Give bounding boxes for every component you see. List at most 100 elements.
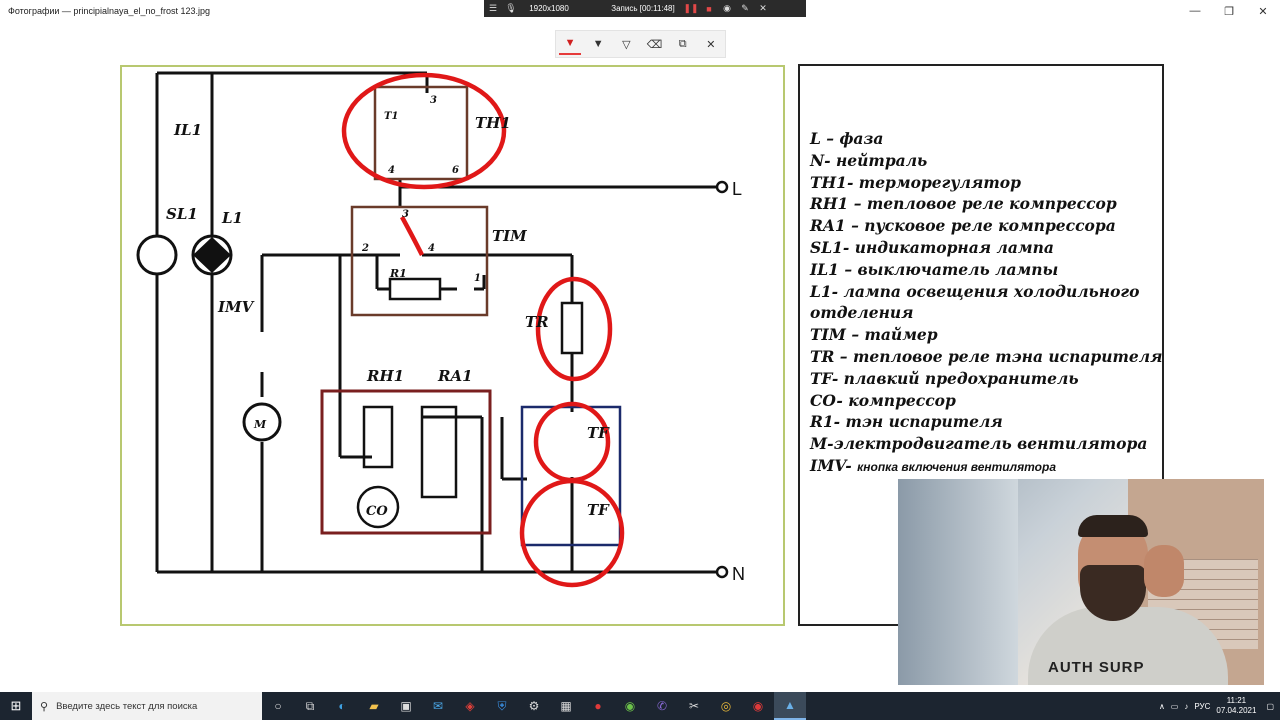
webcam-overlay: AUTH SURP — [898, 479, 1264, 685]
language-indicator[interactable]: РУС — [1194, 701, 1211, 711]
pin-4a: 4 — [388, 165, 395, 176]
app-gear-icon[interactable]: ⚙ — [528, 699, 540, 713]
label-tr: TR — [525, 313, 549, 331]
label-sl1: SL1 — [166, 205, 198, 223]
clock-time: 11:21 — [1226, 696, 1247, 705]
eraser-icon[interactable]: ⌫ — [646, 38, 663, 51]
window-title: Фотографии — principialnaya_el_no_frost … — [8, 6, 211, 16]
webcam-person-hand — [1144, 545, 1184, 597]
maximize-button[interactable]: ❐ — [1224, 5, 1234, 18]
defender-icon[interactable]: ⛨ — [497, 698, 507, 713]
legend-row: TR – тепловое реле тэна испарителя — [810, 346, 1163, 366]
webcam-background — [898, 479, 1018, 685]
photos-icon[interactable]: ▲ — [774, 692, 806, 720]
webcam-person-body — [1028, 607, 1228, 685]
search-placeholder: Введите здесь текст для поиска — [56, 700, 198, 712]
legend-imv-desc: кнопка включения вентилятора — [857, 459, 1056, 474]
chrome-icon[interactable]: ◎ — [720, 699, 732, 713]
webcam-shirt-text: AUTH SURP — [1048, 659, 1145, 676]
recording-bar: ☰ 🎙 1920x1080 Запись [00:11:48] ❚❚ ■ ◉ ✎… — [484, 0, 806, 17]
legend-row: RH1 – тепловое реле компрессор — [810, 194, 1117, 214]
label-ra1: RA1 — [437, 367, 473, 385]
app-red-icon[interactable]: ◈ — [465, 699, 475, 713]
record-icon[interactable]: ● — [594, 699, 602, 713]
pause-icon[interactable]: ❚❚ — [683, 3, 699, 13]
legend-row: RA1 – пусковое реле компрессора — [810, 216, 1116, 236]
chevron-up-icon[interactable]: ∧ — [1158, 701, 1165, 711]
pin-3b: 3 — [402, 209, 409, 220]
label-rh1: RH1 — [366, 367, 404, 385]
pin-2: 2 — [361, 243, 369, 254]
webcam-person-beard — [1080, 565, 1146, 621]
webcam-person-hair — [1078, 515, 1148, 537]
system-tray: ∧ ▭ ♪ РУС 11:21 07.04.2021 ▢ — [1159, 692, 1280, 720]
notifications-icon[interactable]: ▢ — [1266, 701, 1274, 711]
search-icon: ⚲ — [40, 700, 49, 713]
store-icon[interactable]: ▣ — [400, 699, 412, 713]
pin-3a: 3 — [430, 95, 437, 106]
legend-row: отделения — [810, 303, 914, 323]
schematic-image: IL1 SL1 L1 IMV TH1 TIM TR RH1 RA1 TF TF … — [120, 65, 785, 626]
app-tool-icon[interactable]: ✂ — [688, 699, 700, 713]
label-r1-box: R1 — [389, 267, 407, 280]
legend-row: N- нейтраль — [810, 150, 928, 170]
label-co: CO — [366, 504, 388, 519]
stop-icon[interactable]: ■ — [706, 3, 712, 14]
terminal-n: N — [732, 564, 745, 584]
close-button[interactable]: ✕ — [1258, 5, 1268, 18]
viber-icon[interactable]: ✆ — [656, 699, 668, 713]
close-icon[interactable]: ✕ — [706, 38, 716, 51]
copy-icon[interactable]: ⧉ — [678, 37, 687, 50]
camera-icon[interactable]: ◉ — [723, 3, 731, 13]
calculator-icon[interactable]: ▦ — [560, 699, 572, 713]
utorrent-icon[interactable]: ◉ — [624, 699, 636, 713]
volume-icon[interactable]: ♪ — [1184, 701, 1189, 711]
network-icon[interactable]: ▭ — [1170, 701, 1179, 711]
file-explorer-icon[interactable]: ▰ — [369, 699, 379, 713]
label-l1: L1 — [221, 209, 243, 227]
legend-row: TH1- терморегулятор — [810, 172, 1021, 192]
legend-row: TIM – таймер — [810, 325, 938, 345]
legend-row: M-электродвигатель вентилятора — [810, 434, 1148, 454]
label-tf: TF — [587, 501, 610, 519]
legend-row: L – фаза — [810, 129, 884, 148]
pin-t1: T1 — [384, 111, 398, 122]
pencil-icon[interactable]: ✎ — [741, 3, 749, 13]
label-m: M — [253, 418, 267, 431]
menu-icon[interactable]: ☰ — [488, 3, 498, 13]
recording-resolution: 1920x1080 — [529, 4, 569, 13]
label-tf-top: TF — [587, 424, 610, 442]
pin-1: 1 — [474, 273, 481, 284]
pen-black-icon[interactable]: ▼ — [592, 38, 604, 50]
recording-status: Запись [00:11:48] — [611, 4, 675, 13]
highlighter-icon[interactable]: ▽ — [622, 38, 631, 51]
pen-red-icon[interactable]: ▼ — [559, 33, 582, 55]
pin-4b: 4 — [428, 243, 435, 254]
label-il1: IL1 — [173, 121, 202, 139]
clock[interactable]: 11:21 07.04.2021 — [1216, 696, 1256, 716]
legend-row: L1- лампа освещения холодильного — [810, 281, 1140, 301]
terminal-l: L — [732, 179, 742, 199]
legend-row: IL1 – выключатель лампы — [810, 259, 1059, 279]
wiring-diagram: IL1 SL1 L1 IMV TH1 TIM TR RH1 RA1 TF TF … — [136, 71, 745, 588]
recorder-icon[interactable]: ◉ — [752, 699, 764, 713]
mail-icon[interactable]: ✉ — [432, 699, 444, 713]
clock-date: 07.04.2021 — [1216, 706, 1257, 715]
legend-row: R1- тэн испарителя — [810, 412, 1003, 432]
legend-row-imv: IMV- кнопка включения вентилятора — [810, 455, 1162, 479]
microphone-icon[interactable]: 🎙 — [505, 3, 517, 13]
task-view-icon[interactable]: ⧉ — [305, 698, 315, 713]
cortana-icon[interactable]: ○ — [274, 699, 282, 713]
label-th1: TH1 — [475, 114, 511, 132]
taskbar: ⊞ ⚲ Введите здесь текст для поиска ○ ⧉ ◐… — [0, 692, 1280, 720]
minimize-button[interactable]: — — [1189, 5, 1201, 17]
legend-row: CO- компрессор — [810, 390, 956, 410]
window-controls: — ❐ ✕ — [1178, 0, 1280, 22]
label-tim: TIM — [492, 227, 527, 245]
edge-icon[interactable]: ◐ — [338, 699, 346, 713]
taskbar-search[interactable]: ⚲ Введите здесь текст для поиска — [32, 692, 262, 720]
windows-start-icon[interactable]: ⊞ — [10, 698, 22, 713]
legend-imv-key: IMV- — [810, 455, 852, 475]
close-recording-icon[interactable]: ✕ — [759, 3, 767, 13]
annotation-toolbar: ▼ ▼ ▽ ⌫ ⧉ ✕ — [555, 30, 726, 58]
